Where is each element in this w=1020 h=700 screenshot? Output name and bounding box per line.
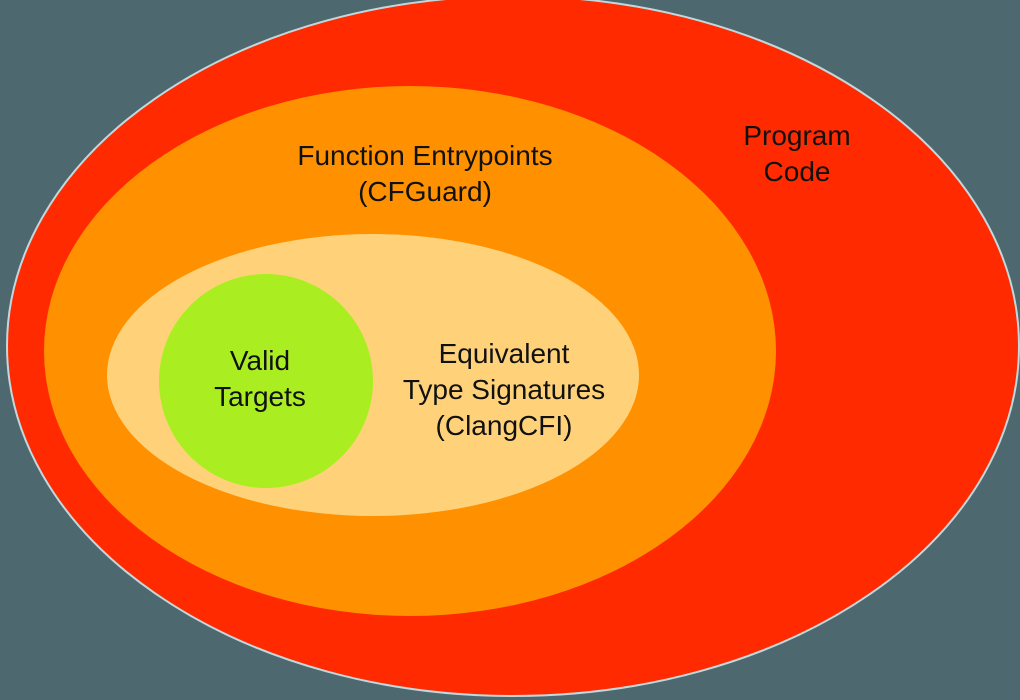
equivalent-signatures-label-line-3: (ClangCFI) [435, 410, 573, 441]
valid-targets-region [159, 274, 373, 488]
equivalent-signatures-label-line-2: Type Signatures [402, 374, 606, 405]
equivalent-signatures-label: Equivalent Type Signatures (ClangCFI) [374, 336, 634, 444]
function-entrypoints-label: Function Entrypoints (CFGuard) [225, 138, 625, 210]
program-code-label: Program Code [697, 118, 897, 190]
valid-targets-label: Valid Targets [180, 343, 340, 415]
equivalent-signatures-label-line-1: Equivalent [438, 338, 570, 369]
function-entrypoints-label-line-1: Function Entrypoints [297, 140, 553, 171]
valid-targets-label-line-1: Valid [229, 345, 291, 376]
function-entrypoints-label-line-2: (CFGuard) [358, 176, 492, 207]
valid-targets-label-line-2: Targets [214, 381, 306, 412]
program-code-label-line-1: Program [743, 120, 851, 151]
program-code-label-line-2: Code [763, 156, 831, 187]
